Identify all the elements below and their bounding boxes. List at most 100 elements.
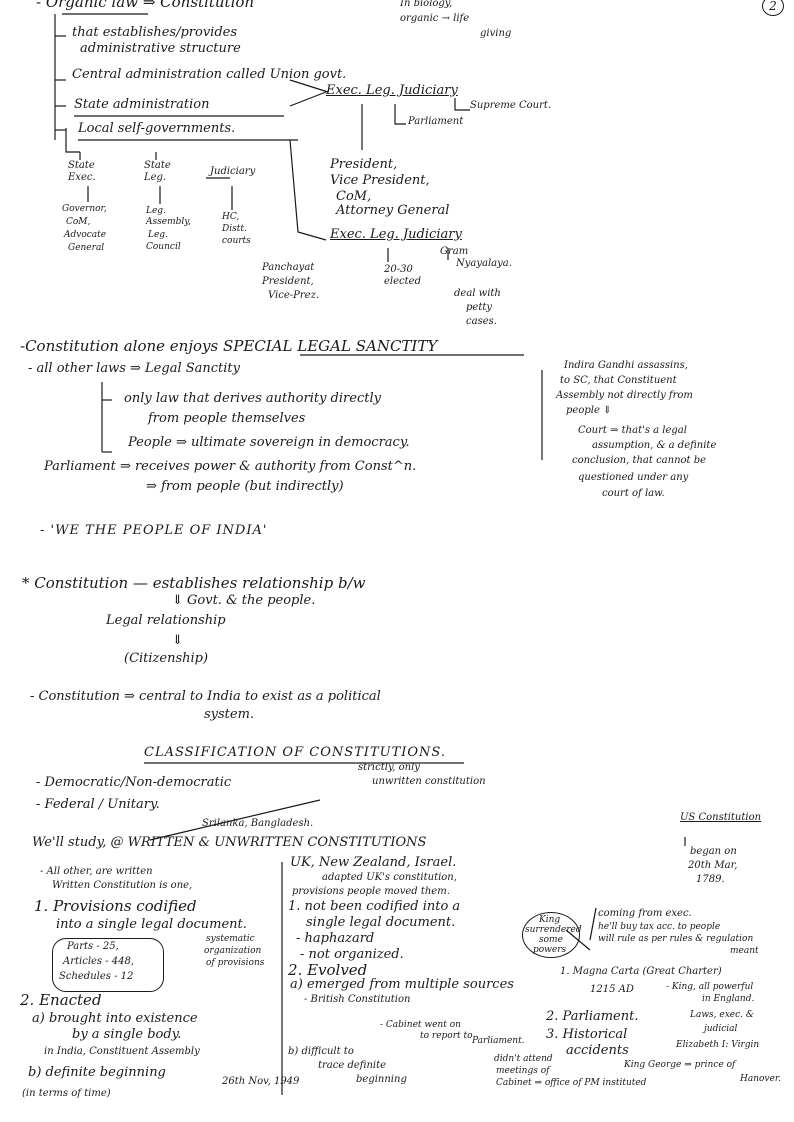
page-number: 2 [762, 0, 784, 16]
local-exec-item-1: Panchayat [262, 262, 315, 273]
sanctity-line-4: from people themselves [148, 411, 306, 426]
magna-year: 1215 AD [590, 984, 634, 995]
democratic-line: - Democratic/Non-democratic [36, 775, 232, 790]
state-admin: State administration [74, 97, 210, 112]
difficult-3: beginning [356, 1074, 407, 1085]
establishes-line-1: that establishes/provides [72, 25, 238, 40]
relationship-line-5: (Citizenship) [124, 651, 209, 666]
unwritten-evolved: 2. Evolved [288, 961, 368, 979]
title-organic-law: - Organic law ⇒ Constitution [36, 0, 255, 11]
written-a1: a) brought into existence [32, 1011, 198, 1026]
side-note-4: people ⇓ [566, 405, 612, 416]
unwritten-p1: 1. not been codified into a [288, 899, 461, 914]
unwritten-haphazard: - haphazard [296, 931, 375, 946]
union-exec-item-4: Attorney General [336, 203, 450, 218]
side-note-9: court of law. [602, 488, 665, 499]
sanctity-line-6: Parliament ⇒ receives power & authority … [44, 459, 417, 474]
systematic-1: systematic [206, 934, 255, 944]
side-note-6: assumption, & a definite [592, 440, 717, 451]
unwritten-not-organized: - not organized. [300, 947, 404, 962]
state-leg-item-2: Assembly, [146, 217, 191, 227]
state-exec-item-4: General [68, 243, 105, 253]
cabinet-note-1: - Cabinet went on [380, 1020, 461, 1030]
sanctity-line-5: People ⇒ ultimate sovereign in democracy… [128, 435, 410, 450]
unwritten-parliament: 2. Parliament. [546, 1009, 639, 1024]
local-jud-item-2: Nyayalaya. [456, 258, 512, 269]
union-branches: Exec. Leg. Judiciary [326, 83, 458, 98]
written-all-other: - All other, are written [40, 866, 153, 877]
cabinet-note-2: to report to [420, 1031, 473, 1041]
side-note-8: questioned under any [578, 472, 689, 483]
local-jud-note-3: cases. [466, 316, 497, 327]
unwritten-moved: provisions people moved them. [292, 886, 450, 897]
attend-2: meetings of [496, 1066, 550, 1076]
written-is-one: Written Constitution is one, [52, 880, 193, 891]
coming-2: he'll buy tax acc. to people [598, 922, 721, 932]
magna-carta: 1. Magna Carta (Great Charter) [560, 966, 722, 977]
side-note-7: conclusion, that cannot be [572, 455, 707, 466]
supreme-court: Supreme Court. [470, 100, 552, 111]
local-jud-note-2: petty [466, 302, 493, 313]
us-line-3: 1789. [696, 874, 725, 885]
king-4: powers [533, 945, 567, 955]
state-exec: State Exec. [68, 160, 96, 183]
local-govts: Local self-governments. [78, 121, 236, 136]
local-jud-item-1: Gram [440, 246, 469, 257]
written-enacted: 2. Enacted [20, 991, 102, 1009]
george-2: Hanover. [740, 1074, 782, 1084]
unwritten-only: unwritten constitution [372, 776, 486, 787]
sanctity-line-3: only law that derives authority directly [124, 391, 381, 406]
written-p1b: into a single legal document. [56, 917, 247, 932]
state-leg-item-4: Council [146, 242, 181, 252]
difficult-1: b) difficult to [288, 1046, 354, 1057]
written-date: 26th Nov, 1949 [222, 1076, 300, 1087]
aside-biology-1: In biology, [400, 0, 453, 9]
local-exec-item-2: President, [262, 276, 314, 287]
central-admin: Central administration called Union govt… [72, 67, 347, 82]
us-line-1: began on [690, 846, 737, 857]
written-p1: 1. Provisions codified [34, 897, 197, 915]
state-leg-item-1: Leg. [146, 206, 166, 216]
sanctity-line-2: - all other laws ⇒ Legal Sanctity [28, 361, 240, 376]
king-3: some [539, 935, 563, 945]
state-judiciary: Judiciary [210, 166, 256, 177]
written-b2: (in terms of time) [22, 1088, 111, 1099]
written-a3: in India, Constituent Assembly [44, 1046, 200, 1057]
written-b1: b) definite beginning [28, 1065, 166, 1080]
relationship-line-4: ⇓ [172, 633, 183, 648]
side-note-3: Assembly not directly from [556, 390, 693, 401]
systematic-3: of provisions [206, 958, 265, 968]
local-leg-item-2: elected [384, 276, 421, 287]
aside-biology-2: organic → life [400, 13, 470, 24]
state-jud-item-1: HC, [222, 212, 240, 222]
establishes-line-2: administrative structure [80, 41, 241, 56]
attend-1: didn't attend [494, 1054, 553, 1064]
side-note-2: to SC, that Constituent [560, 375, 677, 386]
unwritten-p1b: single legal document. [306, 915, 456, 930]
attend-3: Cabinet ⇒ office of PM instituted [496, 1078, 647, 1088]
local-leg-item-1: 20-30 [384, 264, 413, 275]
srilanka: Srilanka, Bangladesh. [202, 818, 314, 829]
king-all-3: Laws, exec. & [690, 1010, 754, 1020]
relationship-line-3: Legal relationship [106, 613, 226, 628]
unwritten-british: - British Constitution [304, 994, 411, 1005]
strictly-only: strictly, only [358, 762, 420, 773]
king-all-2: in England. [702, 994, 755, 1004]
written-a2: by a single body. [72, 1027, 182, 1042]
state-jud-item-2: Distt. [222, 224, 247, 234]
state-leg-item-3: Leg. [148, 230, 168, 240]
uk-line: UK, New Zealand, Israel. [290, 855, 457, 870]
king-2: surrendered [525, 925, 582, 935]
coming-1: coming from exec. [598, 908, 692, 919]
federal-line: - Federal / Unitary. [36, 797, 160, 812]
constitution-stats-box: Parts - 25, Articles - 448, Schedules - … [52, 938, 164, 992]
relationship-line-2: ⇓ Govt. & the people. [172, 593, 316, 608]
union-exec-item-2: Vice President, [330, 173, 430, 188]
sanctity-we-the-people: - 'WE THE PEOPLE OF INDIA' [40, 523, 268, 538]
us-title: US Constitution [680, 812, 762, 823]
side-note-1: Indira Gandhi assassins, [564, 360, 688, 371]
difficult-2: trace definite [318, 1060, 387, 1071]
state-jud-item-3: courts [222, 236, 251, 246]
local-jud-note-1: deal with [454, 288, 501, 299]
